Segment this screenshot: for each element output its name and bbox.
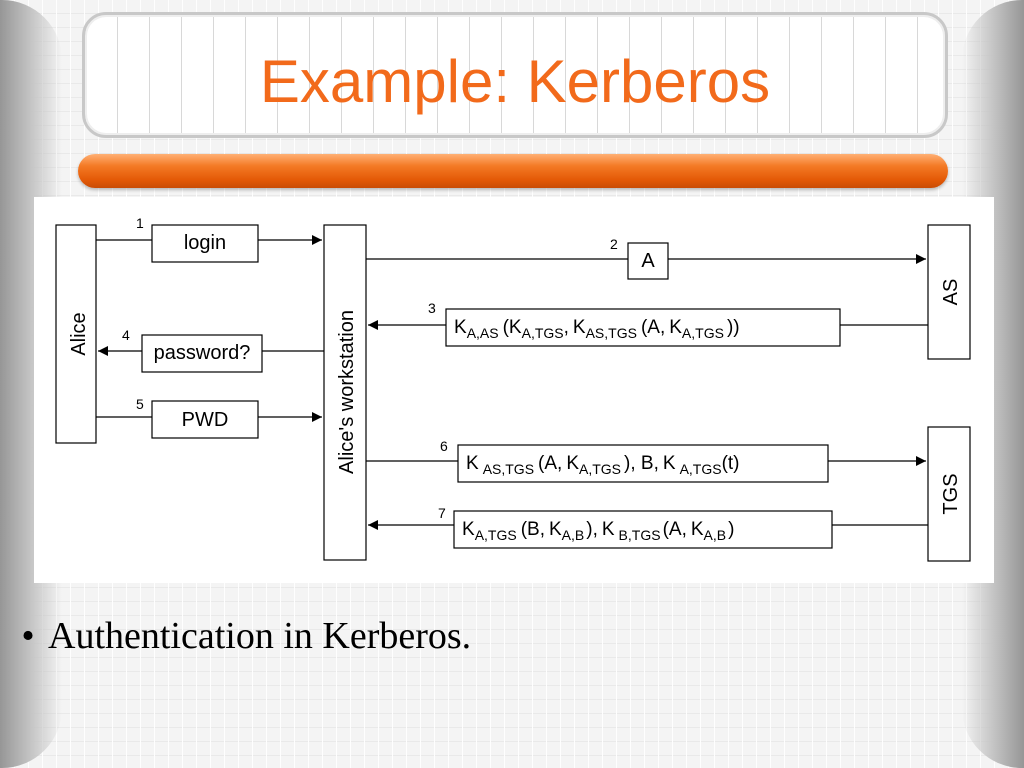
step1-number: 1: [136, 215, 144, 231]
step4-box: [141, 334, 263, 373]
step6-box: [457, 444, 829, 483]
step4-number: 4: [122, 327, 130, 343]
tgs-label: TGS: [940, 473, 962, 514]
step1-box: [151, 224, 259, 263]
step2-number: 2: [610, 236, 618, 252]
as-box: [927, 224, 971, 360]
workstation-box: [323, 224, 367, 561]
step4-label: password?: [154, 342, 251, 364]
alice-label: Alice: [68, 312, 90, 355]
step5-label: PWD: [182, 409, 229, 431]
step3-number: 3: [428, 300, 436, 316]
step2-box: [627, 242, 669, 280]
as-label: AS: [940, 279, 962, 306]
alice-box: [55, 224, 97, 444]
step7-number: 7: [438, 505, 446, 521]
step3-box: [445, 308, 841, 347]
bullet-item: • Authentication in Kerberos.: [8, 612, 908, 660]
step5-box: [151, 400, 259, 439]
title-frame: [82, 12, 948, 138]
step5-number: 5: [136, 396, 144, 412]
tgs-box: [927, 426, 971, 562]
bullet-text: Authentication in Kerberos.: [48, 615, 472, 657]
step3-message: KA,AS(KA,TGS,KAS,TGS(A,KA,TGS)): [454, 317, 740, 341]
slide-title: Example: Kerberos: [259, 48, 771, 115]
step1-label: login: [184, 232, 226, 254]
step2-label: A: [641, 250, 655, 272]
workstation-label: Alice's workstation: [336, 310, 358, 474]
step6-number: 6: [440, 438, 448, 454]
kerberos-diagram: Alice Alice's workstation AS TGS login 1…: [34, 197, 994, 583]
diagram-canvas: Alice Alice's workstation AS TGS login 1…: [55, 215, 971, 562]
title-underline-bar: [78, 154, 948, 188]
step7-box: [453, 510, 833, 549]
bullet-dot: •: [21, 615, 35, 657]
